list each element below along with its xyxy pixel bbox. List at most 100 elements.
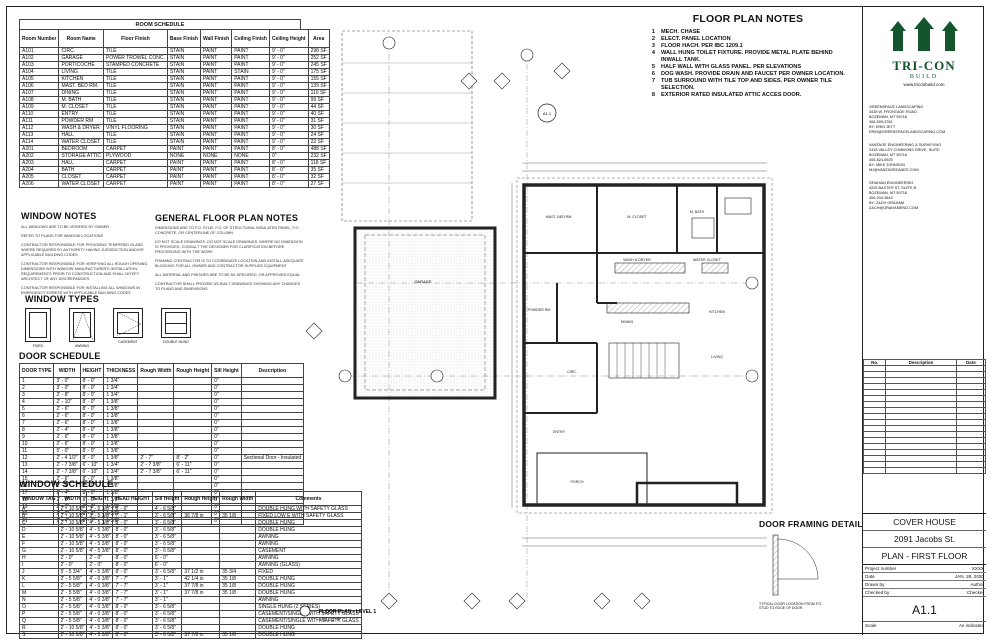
table-cell: 8' - 0" bbox=[112, 505, 153, 513]
grid-bubbles bbox=[338, 36, 759, 383]
window-notes-title: WINDOW NOTES bbox=[21, 211, 97, 221]
column-header: Base Finish bbox=[166, 29, 201, 48]
table-cell: 8' - 0" bbox=[79, 391, 105, 399]
table-cell: 2' - 10 5/8" bbox=[57, 526, 88, 534]
table-cell: 4' - 6 5/8" bbox=[151, 505, 183, 513]
table-cell: TILE bbox=[103, 89, 168, 97]
table-cell: 0" bbox=[211, 468, 242, 476]
table-cell: 2' - 10 5/8" bbox=[57, 505, 88, 513]
table-cell bbox=[240, 412, 305, 420]
table-cell: PAINT bbox=[199, 180, 233, 188]
table-cell: CARPET bbox=[103, 145, 168, 153]
table-cell bbox=[181, 519, 221, 527]
table-cell: A106 bbox=[18, 82, 60, 90]
table-cell bbox=[219, 603, 257, 611]
table-cell: GARAGE bbox=[58, 54, 104, 62]
table-cell: 2' - 7 3/8" bbox=[53, 461, 81, 469]
table-cell: 7' - 7" bbox=[112, 575, 153, 583]
table-cell: 35 3/4 bbox=[219, 568, 257, 576]
table-cell bbox=[219, 526, 257, 534]
table-cell bbox=[219, 554, 257, 562]
table-cell: 2' - 8" bbox=[53, 391, 81, 399]
column-header: THICKNESS bbox=[103, 363, 139, 378]
table-cell: A113 bbox=[18, 131, 60, 139]
table-cell: PAINT bbox=[199, 96, 233, 104]
table-cell: M. BATH bbox=[58, 96, 104, 104]
table-cell: PAINT bbox=[231, 75, 270, 83]
table-cell: 3 bbox=[18, 391, 55, 399]
table-cell: 35 1/8 bbox=[219, 589, 257, 597]
room-label-m-closet: M. CLOSET bbox=[627, 215, 647, 219]
table-cell: 7' - 7" bbox=[112, 589, 153, 597]
plan-note-number: 5 bbox=[651, 64, 655, 70]
table-cell: F bbox=[19, 540, 59, 548]
table-cell: 1 3/4" bbox=[103, 468, 139, 476]
table-cell: 1 3/8" bbox=[103, 447, 139, 455]
table-cell: CARPET bbox=[103, 159, 168, 167]
table-cell: 2' - 0" bbox=[86, 554, 114, 562]
table-cell: PAINT bbox=[231, 138, 270, 146]
note-line: CONTRACTOR RESPONSIBLE FOR INSTALLING AL… bbox=[21, 286, 141, 295]
table-cell: 0" bbox=[211, 384, 242, 392]
table-cell: 2' - 5 5/8" bbox=[57, 603, 88, 611]
table-cell: PAINT bbox=[231, 96, 270, 104]
column-header: DOOR TYPE bbox=[18, 363, 55, 378]
table-cell bbox=[173, 440, 213, 448]
table-cell bbox=[137, 405, 175, 413]
table-cell: 3' - 6 5/8" bbox=[151, 603, 183, 611]
table-cell: PAINT bbox=[199, 54, 233, 62]
table-cell: 2' - 4" bbox=[53, 426, 81, 434]
table-cell: 13 bbox=[18, 461, 55, 469]
table-cell: 3' - 6 5/8" bbox=[151, 624, 183, 632]
column-header: Room Name bbox=[58, 29, 104, 48]
table-cell: 6' - 11" bbox=[173, 468, 213, 476]
window-types: WINDOW TYPES FIXED AWNING CASEMENT DOU bbox=[25, 294, 205, 348]
table-cell: 5' - 5 3/4" bbox=[57, 568, 88, 576]
note-line: DIMENSIONS ARE TO F.O. STUD, F.O. OF STR… bbox=[155, 226, 300, 235]
table-cell: 8' - 2" bbox=[173, 454, 213, 462]
table-cell: 4' - 5 3/8" bbox=[86, 526, 114, 534]
table-cell: 0" bbox=[211, 398, 242, 406]
table-cell: 4' - 5 3/8" bbox=[86, 533, 114, 541]
table-cell: PAINT bbox=[231, 166, 270, 174]
table-cell: STAMPED CONCRETE bbox=[103, 61, 168, 69]
table-cell: 1 3/8" bbox=[103, 398, 139, 406]
table-cell: 8' - 0" bbox=[79, 447, 105, 455]
table-cell: 7' - 7" bbox=[112, 596, 153, 604]
table-cell: 35 1/8 bbox=[219, 575, 257, 583]
table-cell: BEDROOM bbox=[58, 145, 104, 153]
floor-plan-notes-title: FLOOR PLAN NOTES bbox=[692, 13, 804, 25]
table-cell: PAINT bbox=[199, 145, 233, 153]
table-cell: P bbox=[19, 610, 59, 618]
table-cell: TILE bbox=[103, 96, 168, 104]
table-cell: 37 7/8 in bbox=[181, 589, 221, 597]
company-website[interactable]: www.triconbuild.com bbox=[903, 82, 945, 87]
table-cell: 8' - 0" bbox=[79, 384, 105, 392]
plan-note-number: 6 bbox=[651, 71, 655, 77]
table-cell bbox=[137, 433, 175, 441]
table-cell: 8' - 0" bbox=[79, 398, 105, 406]
table-cell: 3' - 6 5/8" bbox=[151, 610, 183, 618]
table-cell: 0" bbox=[211, 377, 242, 385]
consultant-line: BY: MIKE JOHNSON bbox=[869, 163, 905, 167]
table-cell: 42 1/4 in bbox=[181, 575, 221, 583]
column-header: Rough Width bbox=[137, 363, 175, 378]
table-cell bbox=[181, 624, 221, 632]
table-cell: TILE bbox=[103, 75, 168, 83]
table-cell: 2' - 5 5/8" bbox=[57, 589, 88, 597]
table-cell: VINYL FLOORING bbox=[103, 124, 168, 132]
